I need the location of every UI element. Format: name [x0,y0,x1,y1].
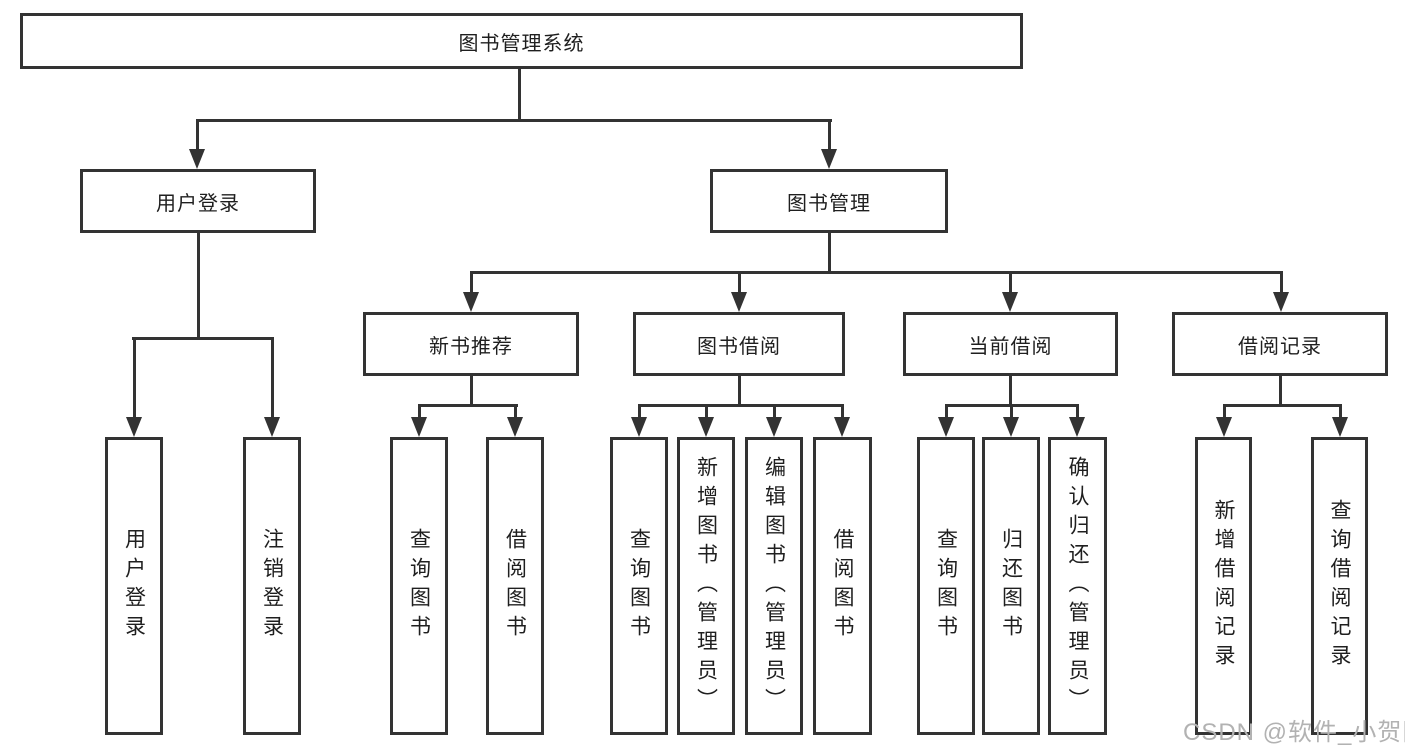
leaf-edit-books-admin: 编辑图书（管理员） [745,437,803,735]
connector-root-stub-right [828,119,831,151]
node-current-borrowing: 当前借阅 [903,312,1118,376]
connector-current-stub-3 [1076,404,1079,421]
leaf-borrow-books-borrowing-label: 借阅图书 [831,528,854,644]
watermark-text: CSDN @软件_小贺同学 [1183,719,1405,746]
leaf-user-login: 用户登录 [105,437,163,735]
arrowhead-icon [264,417,280,437]
arrowhead-icon [1332,417,1348,437]
connector-records-stub-1 [1223,404,1226,421]
leaf-edit-books-admin-label: 编辑图书（管理员） [762,455,786,717]
leaf-query-borrow-record-label: 查询借阅记录 [1328,499,1351,673]
node-current-borrowing-label: 当前借阅 [968,335,1053,358]
connector-userlogin-split [132,337,274,340]
node-new-book-recommendation: 新书推荐 [363,312,579,376]
leaf-return-books: 归还图书 [982,437,1040,735]
connector-borrowing-stub-3 [773,404,776,421]
leaf-query-books-current-label: 查询图书 [934,528,958,644]
leaf-return-books-label: 归还图书 [999,528,1023,644]
leaf-query-borrow-record: 查询借阅记录 [1311,437,1368,735]
connector-bookmgmt-stub-1 [470,271,473,295]
leaf-query-books-recommend-label: 查询图书 [407,528,431,644]
leaf-logout-login-label: 注销登录 [260,528,284,644]
connector-records-split [1223,404,1342,407]
arrowhead-icon [507,417,523,437]
connector-borrowing-split [638,404,844,407]
node-borrowing-records-label: 借阅记录 [1238,335,1322,358]
leaf-query-books-borrowing: 查询图书 [610,437,668,735]
connector-bookmgmt-stub-4 [1280,271,1283,295]
arrowhead-icon [631,417,647,437]
node-borrowing-records: 借阅记录 [1172,312,1388,376]
leaf-add-borrow-record-label: 新增借阅记录 [1212,499,1235,673]
leaf-query-books-recommend: 查询图书 [390,437,448,735]
leaf-add-borrow-record: 新增借阅记录 [1195,437,1252,735]
arrowhead-icon [698,417,714,437]
connector-recommend-stub-2 [514,404,517,421]
connector-userlogin-drop [197,232,200,339]
connector-root-stub-left [196,119,199,151]
connector-bookmgmt-drop [828,232,831,273]
arrowhead-icon [834,417,850,437]
leaf-user-login-label: 用户登录 [122,528,146,644]
arrowhead-icon [938,417,954,437]
leaf-confirm-return-admin: 确认归还（管理员） [1048,437,1107,735]
node-new-book-recommendation-label: 新书推荐 [429,335,513,358]
node-user-login: 用户登录 [80,169,316,233]
node-book-borrowing: 图书借阅 [633,312,845,376]
leaf-logout-login: 注销登录 [243,437,301,735]
connector-recommend-split [418,404,518,407]
arrowhead-icon [463,292,479,312]
node-root-label: 图书管理系统 [458,32,585,55]
connector-borrowing-drop [738,375,741,407]
connector-borrowing-stub-4 [841,404,844,421]
connector-records-stub-2 [1339,404,1342,421]
connector-userlogin-stub-1 [133,337,136,419]
arrowhead-icon [821,149,837,169]
connector-userlogin-stub-2 [271,337,274,419]
leaf-add-books-admin-label: 新增图书（管理员） [694,455,718,717]
arrowhead-icon [1273,292,1289,312]
leaf-confirm-return-admin-label: 确认归还（管理员） [1066,455,1089,717]
leaf-query-books-borrowing-label: 查询图书 [627,528,651,644]
connector-records-drop [1279,375,1282,407]
connector-current-stub-2 [1010,404,1013,421]
connector-bookmgmt-stub-2 [738,271,741,295]
connector-borrowing-stub-1 [638,404,641,421]
leaf-query-books-current: 查询图书 [917,437,975,735]
connector-borrowing-stub-2 [705,404,708,421]
node-user-login-label: 用户登录 [156,192,240,215]
arrowhead-icon [411,417,427,437]
leaf-add-books-admin: 新增图书（管理员） [677,437,735,735]
arrowhead-icon [1003,417,1019,437]
node-book-management-label: 图书管理 [787,192,871,215]
connector-current-drop [1009,375,1012,407]
arrowhead-icon [1069,417,1085,437]
connector-root-split [196,119,832,122]
node-book-borrowing-label: 图书借阅 [697,335,781,358]
connector-root-drop [518,69,521,121]
connector-bookmgmt-stub-3 [1009,271,1012,295]
arrowhead-icon [731,292,747,312]
node-book-management: 图书管理 [710,169,948,233]
connector-recommend-stub-1 [418,404,421,421]
arrowhead-icon [1002,292,1018,312]
connector-recommend-drop [470,375,473,407]
arrowhead-icon [1216,417,1232,437]
connector-bookmgmt-split [470,271,1282,274]
connector-current-stub-1 [945,404,948,421]
arrowhead-icon [766,417,782,437]
arrowhead-icon [126,417,142,437]
leaf-borrow-books-borrowing: 借阅图书 [813,437,872,735]
node-root: 图书管理系统 [20,13,1023,69]
leaf-borrow-books-recommend-label: 借阅图书 [503,528,527,644]
arrowhead-icon [189,149,205,169]
leaf-borrow-books-recommend: 借阅图书 [486,437,544,735]
